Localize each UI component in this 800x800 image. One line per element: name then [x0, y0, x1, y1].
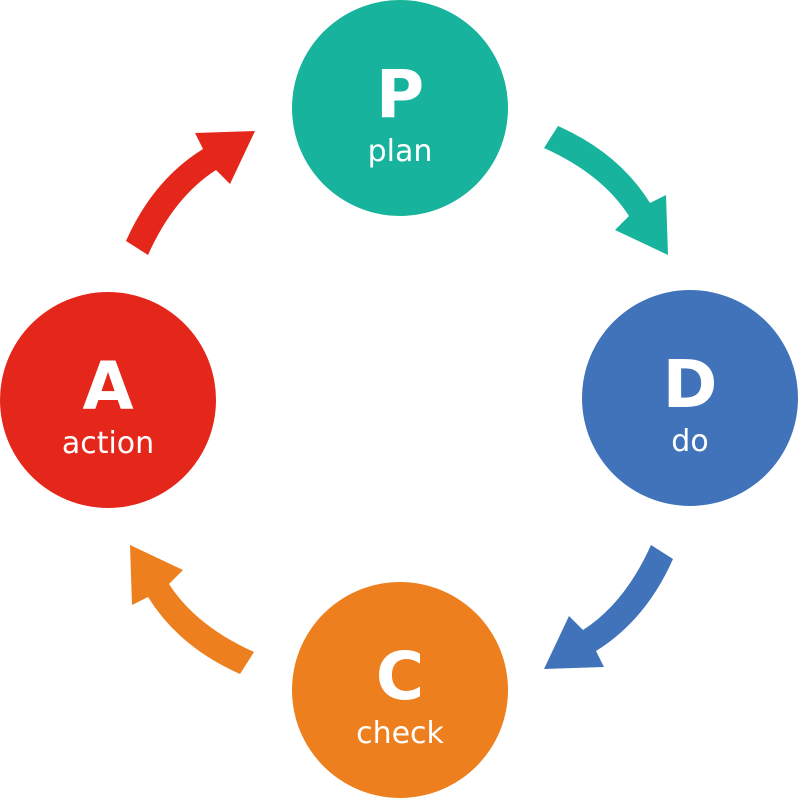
stage-do-letter: D: [663, 346, 718, 423]
stage-check-word: check: [356, 716, 444, 751]
arrow-check-to-action: [130, 545, 254, 674]
stage-check-letter: C: [376, 638, 424, 715]
stage-do-word: do: [671, 424, 708, 459]
stage-action-word: action: [62, 426, 154, 461]
stage-do: D do: [582, 290, 798, 506]
stage-plan: P plan: [292, 0, 508, 216]
stage-action: A action: [0, 292, 216, 508]
stage-check-circle: [292, 582, 508, 798]
arrow-plan-to-do: [544, 126, 668, 255]
stage-action-letter: A: [82, 348, 133, 425]
stage-plan-word: plan: [368, 134, 433, 169]
arrow-action-to-plan: [126, 131, 255, 255]
arrow-do-to-check: [544, 545, 673, 669]
stage-action-circle: [0, 292, 216, 508]
stage-do-circle: [582, 290, 798, 506]
stage-plan-circle: [292, 0, 508, 216]
stage-plan-letter: P: [376, 56, 424, 133]
stage-check: C check: [292, 582, 508, 798]
